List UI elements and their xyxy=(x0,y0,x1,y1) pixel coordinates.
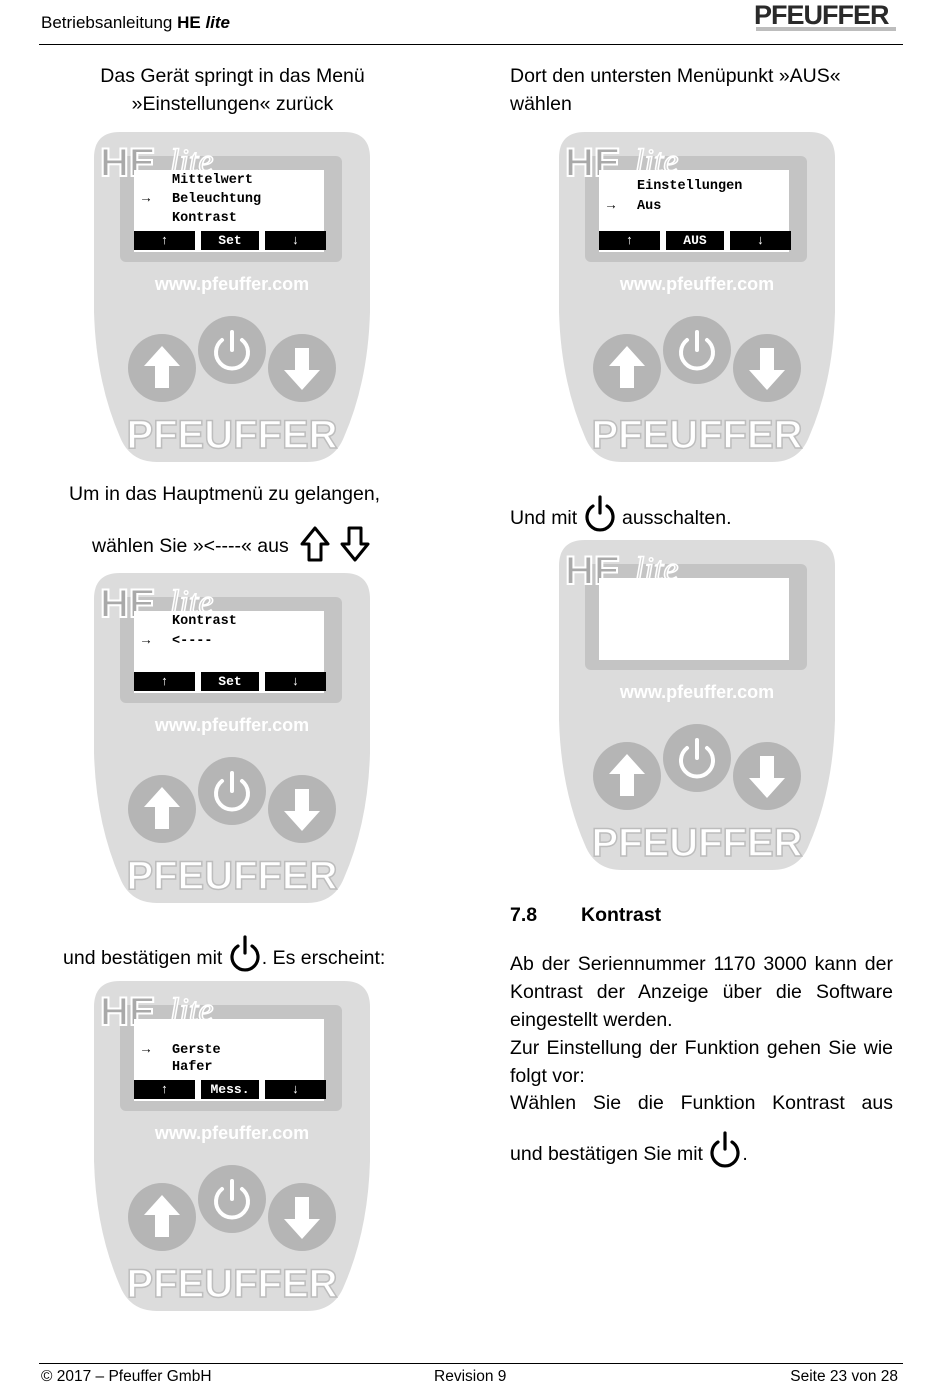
footer-rule xyxy=(39,1363,903,1364)
footer-revision: Revision 9 xyxy=(434,1368,507,1385)
power-icon xyxy=(214,779,250,812)
device-brand-text: PFEUFFER xyxy=(591,413,802,457)
power-icon xyxy=(230,935,260,972)
device-screen-einstellungen: HE lite www.pfeuffer.com PFEUFFER Mittel… xyxy=(92,132,372,462)
url-text: www.pfeuffer.com xyxy=(619,682,774,702)
caption-step-1: Das Gerät springt in das Menü»Einstellun… xyxy=(100,65,365,115)
lcd-display: Mittelwert →Beleuchtung Kontrast ↑ Set ↓ xyxy=(134,170,326,252)
brand-logo-underline xyxy=(756,27,896,31)
softkey-up: ↑ xyxy=(599,231,660,250)
arrow-down-icon xyxy=(284,1197,320,1239)
device-screen-off: HE lite www.pfeuffer.com PFEUFFER xyxy=(557,540,837,870)
softkey-up: ↑ xyxy=(134,1080,195,1099)
softkey-up: ↑ xyxy=(134,672,195,691)
section-number: 7.8 xyxy=(510,904,538,926)
caption-step-3: Um in das Hauptmenü zu gelangen, xyxy=(69,483,381,505)
caption-step-2: Dort den untersten Menüpunkt »AUS«wählen xyxy=(510,65,841,115)
arrow-up-outline-icon xyxy=(300,526,330,562)
device-brand-text: PFEUFFER xyxy=(126,1262,337,1306)
power-icon xyxy=(585,495,615,532)
arrow-up-icon xyxy=(144,346,180,388)
arrow-down-icon xyxy=(749,348,785,390)
softkey-up: ↑ xyxy=(134,231,195,250)
softkey-down: ↓ xyxy=(265,672,326,691)
device-screen-getreide: HE lite www.pfeuffer.com PFEUFFER →Gerst… xyxy=(92,981,372,1311)
device-brand-text: PFEUFFER xyxy=(126,854,337,898)
arrow-up-icon xyxy=(144,1195,180,1237)
power-icon xyxy=(214,1187,250,1220)
softkey-down: ↓ xyxy=(730,231,791,250)
section-title: Kontrast xyxy=(581,904,662,926)
section-paragraph-2: Zur Einstellung der Funktion gehen Sie w… xyxy=(510,1037,893,1087)
softkey-aus: AUS xyxy=(666,231,724,250)
caption-step-4: Und mit ausschalten. xyxy=(510,494,900,532)
brand-logo: PFEUFFER xyxy=(754,0,890,30)
arrow-up-icon xyxy=(144,787,180,829)
section-paragraph-3: Wählen Sie die Funktion Kontrast aus xyxy=(510,1092,893,1114)
power-icon xyxy=(679,338,715,371)
url-text: www.pfeuffer.com xyxy=(154,715,309,735)
power-icon xyxy=(710,1131,740,1168)
device-brand-text: PFEUFFER xyxy=(591,821,802,865)
lcd-display: →Gerste Hafer ↑ Mess. ↓ xyxy=(134,1019,326,1101)
power-icon xyxy=(679,746,715,779)
arrow-up-icon xyxy=(609,754,645,796)
arrow-down-icon xyxy=(749,756,785,798)
softkey-set: Set xyxy=(201,672,259,691)
caption-step-5: und bestätigen mit . Es erscheint: xyxy=(63,934,423,972)
arrow-down-icon xyxy=(284,789,320,831)
footer-copyright: © 2017 – Pfeuffer GmbH xyxy=(41,1368,212,1385)
power-icon xyxy=(214,338,250,371)
arrow-down-outline-icon xyxy=(340,526,370,562)
softkey-down: ↓ xyxy=(265,231,326,250)
url-text: www.pfeuffer.com xyxy=(154,1123,309,1143)
footer-page-number: Seite 23 von 28 xyxy=(790,1368,898,1385)
lcd-display: Einstellungen →Aus ↑ AUS ↓ xyxy=(599,170,791,252)
url-text: www.pfeuffer.com xyxy=(154,274,309,294)
device-screen-aus: HE lite www.pfeuffer.com PFEUFFER Einste… xyxy=(557,132,837,462)
caption-step-3b: wählen Sie »<----« aus xyxy=(92,526,422,562)
arrow-down-icon xyxy=(284,348,320,390)
header-rule xyxy=(39,44,903,45)
softkey-mess: Mess. xyxy=(201,1080,259,1099)
device-screen-kontrast-back: HE lite www.pfeuffer.com PFEUFFER Kontra… xyxy=(92,573,372,903)
section-paragraph-1: Ab der Seriennummer 1170 3000 kann der K… xyxy=(510,953,893,1031)
softkey-down: ↓ xyxy=(265,1080,326,1099)
url-text: www.pfeuffer.com xyxy=(619,274,774,294)
lcd-display-blank xyxy=(599,578,789,660)
arrow-up-icon xyxy=(609,346,645,388)
section-paragraph-4: und bestätigen Sie mit . xyxy=(510,1130,893,1168)
softkey-set: Set xyxy=(201,231,259,250)
lcd-display: Kontrast →<---- ↑ Set ↓ xyxy=(134,611,326,693)
document-title: Betriebsanleitung HE lite xyxy=(41,13,231,32)
device-brand-text: PFEUFFER xyxy=(126,413,337,457)
